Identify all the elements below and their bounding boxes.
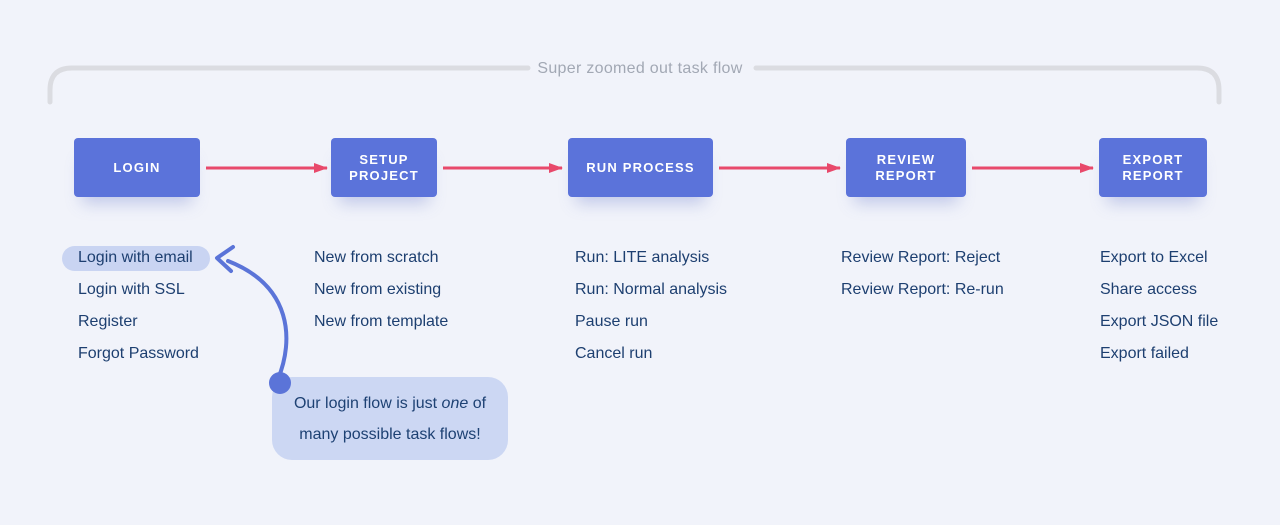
highlight-pill: Login with email — [62, 245, 210, 271]
list-item-run-lite-analysis: Run: LITE analysis — [575, 249, 710, 266]
flow-step-export-report: EXPORT REPORT — [1099, 138, 1207, 197]
list-item-new-from-template: New from template — [314, 313, 449, 330]
flow-step-review-report: REVIEW REPORT — [846, 138, 966, 197]
flow-step-run-process-label: RUN PROCESS — [586, 159, 695, 175]
run-process-options-list: Run: LITE analysis Run: Normal analysis … — [559, 242, 727, 370]
list-item-export-to-excel: Export to Excel — [1100, 249, 1208, 266]
callout-text-emphasis: one — [441, 395, 469, 412]
callout-line-1: Our login flow is just one of — [272, 388, 508, 419]
callout-text: Our login flow is just — [293, 395, 442, 412]
setup-project-options-list: New from scratch New from existing New f… — [298, 242, 448, 338]
flow-step-setup-project-label: SETUP PROJECT — [349, 151, 419, 183]
callout-line-2: many possible task flows! — [299, 426, 481, 443]
list-item-review-report-rerun: Review Report: Re-run — [841, 281, 1004, 298]
flow-step-review-report-label: REVIEW REPORT — [875, 151, 937, 183]
list-item-run-normal-analysis: Run: Normal analysis — [575, 281, 728, 298]
export-report-options-list: Export to Excel Share access Export JSON… — [1084, 242, 1218, 370]
diagram-title: Super zoomed out task flow — [537, 60, 743, 77]
list-item-share-access: Share access — [1100, 281, 1197, 298]
list-item-cancel-run: Cancel run — [575, 345, 653, 362]
list-item-pause-run: Pause run — [575, 313, 648, 330]
flow-step-login: LOGIN — [74, 138, 200, 197]
list-item-export-json-file: Export JSON file — [1100, 313, 1219, 330]
review-report-options-list: Review Report: Reject Review Report: Re-… — [825, 242, 1004, 306]
callout-connector — [215, 245, 291, 394]
flow-step-login-label: LOGIN — [113, 159, 161, 175]
list-item-review-report-reject: Review Report: Reject — [841, 249, 1001, 266]
list-item-export-failed: Export failed — [1100, 345, 1189, 362]
callout-bubble: Our login flow is just one of many possi… — [272, 377, 508, 460]
list-item-login-with-email: Login with email — [62, 242, 210, 274]
list-item-forgot-password: Forgot Password — [78, 345, 199, 362]
flow-step-export-report-label: EXPORT REPORT — [1122, 151, 1184, 183]
connector-arrowhead-icon — [215, 245, 235, 273]
flow-step-setup-project: SETUP PROJECT — [331, 138, 437, 197]
list-item-new-from-scratch: New from scratch — [314, 249, 439, 266]
login-options-list: Login with email Login with SSL Register… — [62, 242, 210, 370]
list-item-new-from-existing: New from existing — [314, 281, 442, 298]
flow-step-run-process: RUN PROCESS — [568, 138, 713, 197]
callout-text: of — [468, 395, 487, 412]
list-item-register: Register — [78, 313, 138, 330]
list-item-login-with-ssl: Login with SSL — [78, 281, 185, 298]
